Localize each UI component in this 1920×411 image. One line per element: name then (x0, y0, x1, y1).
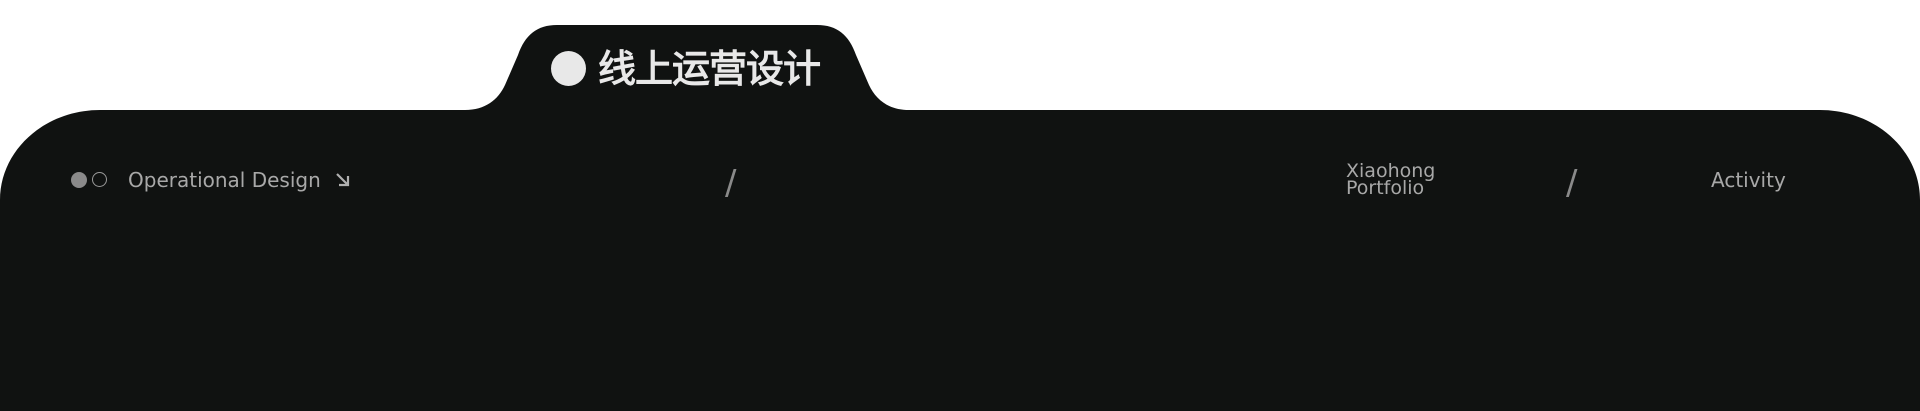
filled-dot-icon (71, 172, 87, 188)
activity-label: Activity (1711, 168, 1786, 192)
portfolio-line-1: Xiaohong (1346, 160, 1436, 182)
separator-slash: / (1566, 163, 1578, 203)
tab-circle-icon (551, 51, 586, 86)
separator-slash: / (725, 163, 737, 203)
tabbed-panel-shape (0, 25, 1920, 411)
portfolio-label: Xiaohong Portfolio (1346, 160, 1436, 199)
operational-design-label: Operational Design (128, 168, 321, 192)
tab-title: 线上运营设计 (598, 47, 821, 91)
outline-dot-icon (92, 172, 107, 187)
portfolio-line-2: Portfolio (1346, 177, 1425, 199)
arrow-down-right-icon (336, 173, 350, 187)
